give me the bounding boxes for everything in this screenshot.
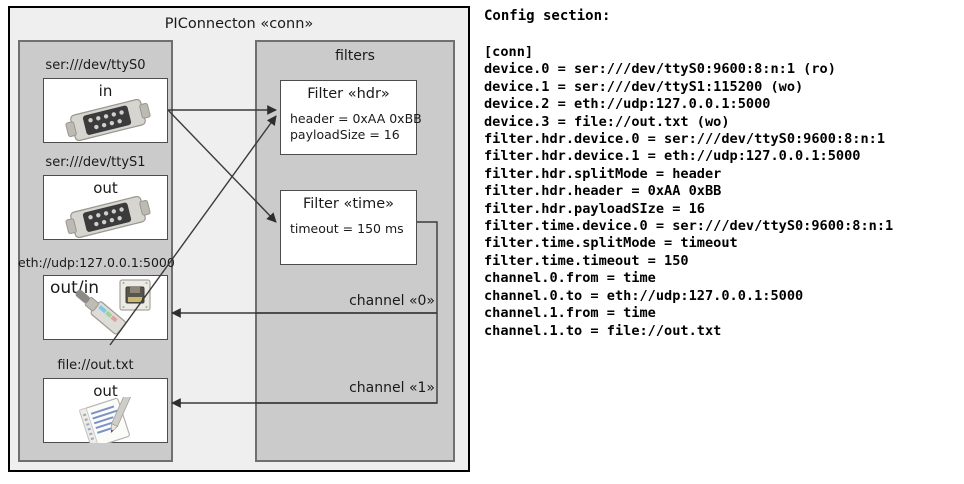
device-io-eth: out/in [50, 278, 100, 298]
config-line: channel.1.from = time [484, 305, 656, 322]
serial-port-icon [62, 195, 154, 242]
filter-props-hdr: header = 0xAA 0xBB payloadSize = 16 [290, 111, 422, 143]
device-io-file: out [93, 382, 118, 400]
config-line: filter.hdr.device.1 = eth://udp:127.0.0.… [484, 148, 861, 165]
filter-props-time: timeout = 150 ms [290, 221, 404, 237]
channel-label-0: channel «0» [349, 293, 435, 309]
filter-box-hdr[interactable]: Filter «hdr» header = 0xAA 0xBB payloadS… [280, 80, 422, 155]
filter-prop: header = 0xAA 0xBB [290, 111, 422, 126]
filters-panel-title: filters [335, 48, 375, 64]
config-line: filter.time.device.0 = ser:///dev/ttyS0:… [484, 218, 894, 235]
config-section: Config section: [conn]device.0 = ser:///… [484, 0, 964, 484]
config-line: [conn] [484, 44, 534, 60]
device-label-ttys1: ser:///dev/ttyS1 [45, 155, 146, 170]
device-label-file: file://out.txt [57, 358, 134, 373]
page-title: PIConnecton «conn» [164, 16, 314, 32]
text-file-icon [72, 390, 150, 449]
device-io-ttys0: in [98, 82, 113, 100]
config-line: device.1 = ser:///dev/ttyS1:115200 (wo) [484, 78, 804, 95]
device-io-ttys1: out [93, 179, 118, 197]
config-line: channel.0.to = eth://udp:127.0.0.1:5000 [484, 287, 804, 304]
config-line: filter.time.splitMode = timeout [484, 235, 738, 252]
config-line: filter.time.timeout = 150 [484, 252, 689, 269]
device-label-eth: eth://udp:127.0.0.1:5000 [18, 255, 175, 270]
filter-prop: timeout = 150 ms [290, 221, 404, 236]
ethernet-jack-icon [62, 278, 162, 342]
channel-label-1: channel «1» [349, 380, 435, 396]
connector-diagram: PIConnecton «conn» ser:///dev/ttyS0 in [0, 0, 478, 484]
config-line: filter.hdr.payloadSIze = 16 [484, 200, 705, 217]
device-box-file[interactable]: out [43, 378, 168, 449]
filter-title-time: Filter «time» [302, 196, 395, 212]
config-line: filter.hdr.device.0 = ser:///dev/ttyS0:9… [484, 131, 886, 148]
device-label-ttys0: ser:///dev/ttyS0 [45, 58, 146, 73]
device-box-eth[interactable]: out/in [43, 275, 168, 340]
config-line: filter.hdr.header = 0xAA 0xBB [484, 183, 722, 200]
config-line: filter.hdr.splitMode = header [484, 165, 722, 182]
config-line: channel.1.to = file://out.txt [484, 322, 722, 339]
config-text: [conn]device.0 = ser:///dev/ttyS0:9600:8… [484, 44, 893, 340]
filter-box-time[interactable]: Filter «time» timeout = 150 ms [280, 190, 417, 265]
config-line: device.2 = eth://udp:127.0.0.1:5000 [484, 96, 771, 113]
config-line: channel.0.from = time [484, 270, 656, 287]
config-heading: Config section: [484, 8, 611, 24]
config-line: device.0 = ser:///dev/ttyS0:9600:8:n:1 (… [484, 61, 836, 78]
filter-prop: payloadSize = 16 [290, 127, 400, 142]
device-box-ttys0[interactable]: in [43, 78, 168, 143]
filter-title-hdr: Filter «hdr» [307, 86, 390, 102]
device-box-ttys1[interactable]: out [43, 175, 168, 240]
serial-port-icon [62, 98, 154, 145]
config-line: device.3 = file://out.txt (wo) [484, 113, 730, 130]
